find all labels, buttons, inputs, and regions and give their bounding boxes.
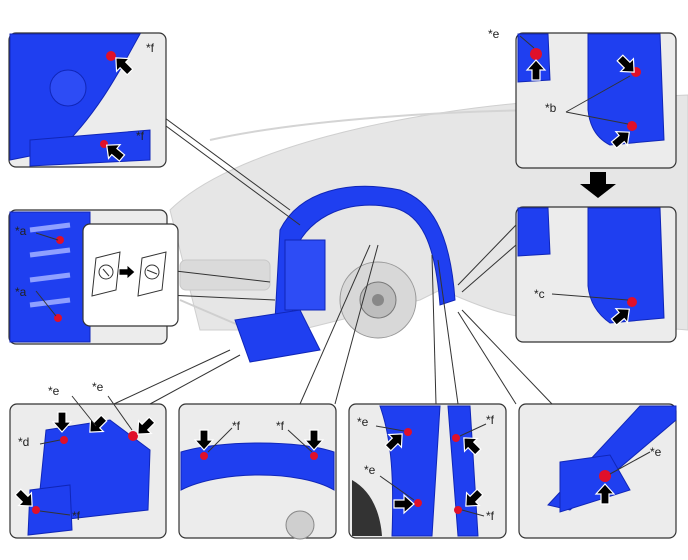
clip-marker: [128, 431, 138, 441]
panel-mid-left: *a *a: [8, 209, 179, 345]
panel-top-right: *e *b: [488, 27, 677, 169]
panel-mid-right: *c: [515, 206, 677, 343]
callout-f: *f: [146, 41, 155, 55]
clip-marker: [310, 452, 318, 460]
panel-bottom-3: *e *f *e *f: [348, 403, 507, 539]
clip-marker: [60, 436, 68, 444]
clip-marker: [56, 236, 64, 244]
callout-b: *b: [545, 101, 557, 115]
clip-marker: [627, 121, 637, 131]
callout-f: *f: [72, 509, 81, 523]
callout-f: *f: [276, 419, 285, 433]
clip-marker: [414, 499, 422, 507]
callout-e: *e: [488, 27, 500, 41]
clip-marker: [32, 506, 40, 514]
down-arrow-icon: [580, 172, 616, 198]
clip-marker: [599, 470, 611, 482]
callout-c: *c: [534, 287, 545, 301]
clip-marker: [106, 51, 116, 61]
callout-f: *f: [486, 509, 495, 523]
callout-f: *f: [232, 419, 241, 433]
clip-marker: [452, 434, 460, 442]
clip-marker: [404, 428, 412, 436]
callout-f: *f: [136, 129, 145, 143]
panel-bottom-4: *e: [518, 403, 677, 539]
panel-bottom-1: *e *e *d *f: [9, 380, 167, 539]
callout-a: *a: [15, 224, 27, 238]
panel-bottom-2: *f *f: [178, 403, 337, 540]
callout-e: *e: [92, 380, 104, 394]
callout-d: *d: [18, 435, 29, 449]
leader-lines: [113, 106, 553, 405]
clip-marker: [100, 140, 108, 148]
callout-f: *f: [486, 413, 495, 427]
clip-marker: [454, 506, 462, 514]
callout-a: *a: [15, 285, 27, 299]
callout-e: *e: [364, 463, 376, 477]
callout-e: *e: [48, 384, 60, 398]
clip-marker: [627, 297, 637, 307]
clip-marker: [200, 452, 208, 460]
panel-top-left: *f *f: [8, 32, 167, 168]
clip-marker: [530, 48, 542, 60]
callout-e: *e: [357, 415, 369, 429]
callout-e: *e: [650, 445, 662, 459]
